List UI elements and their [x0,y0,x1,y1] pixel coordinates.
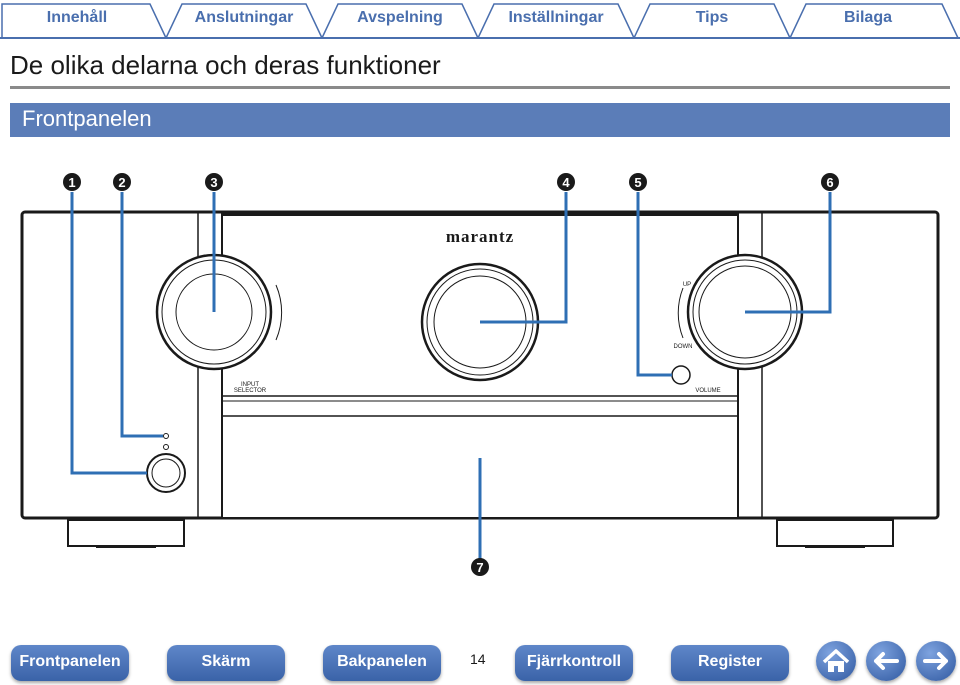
callout-2: 2 [113,173,131,191]
tab-bar-outline [0,3,960,39]
front-panel-diagram: marantz INPUT SELECTOR UP DOWN VOLUME [20,173,940,576]
callout-lines [70,192,832,560]
home-icon [822,649,850,672]
top-tab-bar: Innehåll Anslutningar Avspelning Inställ… [0,0,960,42]
nav-register-button[interactable]: Register [671,645,789,681]
svg-text:6: 6 [826,175,833,190]
label-selector: SELECTOR [234,388,267,394]
section-header: Frontpanelen [10,103,950,137]
remote-sensor [671,365,691,385]
forward-arrow-icon [923,652,948,670]
tab-innehall[interactable]: Innehåll [46,9,108,26]
callout-3: 3 [205,173,223,191]
nav-frontpanelen-button[interactable]: Frontpanelen [11,645,129,681]
label-down: DOWN [674,344,693,350]
standby-led [163,444,169,450]
left-foot-base [96,545,156,548]
callout-1: 1 [63,173,81,191]
tab-bilaga[interactable]: Bilaga [843,9,892,26]
title-divider [10,86,950,89]
svg-text:3: 3 [210,175,217,190]
home-button[interactable] [816,641,856,681]
section-title: Frontpanelen [22,106,152,131]
right-foot [776,519,894,547]
callout-6: 6 [821,173,839,191]
svg-text:7: 7 [476,560,483,575]
volume-arc [677,287,684,339]
forward-button[interactable] [916,641,956,681]
page-title: De olika delarna och deras funktioner [10,50,441,80]
page-number: 14 [470,651,486,667]
center-panel-top [222,212,738,216]
svg-text:5: 5 [634,175,641,190]
indicator-led [163,433,169,439]
tab-avspelning[interactable]: Avspelning [357,9,443,26]
input-selector-arc [275,284,283,341]
tab-tips[interactable]: Tips [695,9,729,26]
tab-installningar[interactable]: Inställningar [508,9,604,26]
label-input: INPUT [241,382,259,388]
svg-text:1: 1 [68,175,75,190]
callout-7: 7 [471,558,489,576]
callout-5: 5 [629,173,647,191]
nav-skarm-button[interactable]: Skärm [167,645,285,681]
left-foot [67,519,185,547]
callout-4: 4 [557,173,575,191]
brand-logo: marantz [446,227,514,246]
back-button[interactable] [866,641,906,681]
nav-fjarrkontroll-button[interactable]: Fjärrkontroll [515,645,633,681]
svg-text:2: 2 [118,175,125,190]
power-button[interactable] [146,453,186,493]
right-foot-base [805,545,865,548]
label-volume: VOLUME [695,388,720,394]
svg-text:4: 4 [562,175,570,190]
nav-bakpanelen-button[interactable]: Bakpanelen [323,645,441,681]
back-arrow-icon [874,652,899,670]
label-up: UP [683,282,691,288]
tab-anslutningar[interactable]: Anslutningar [194,9,294,26]
